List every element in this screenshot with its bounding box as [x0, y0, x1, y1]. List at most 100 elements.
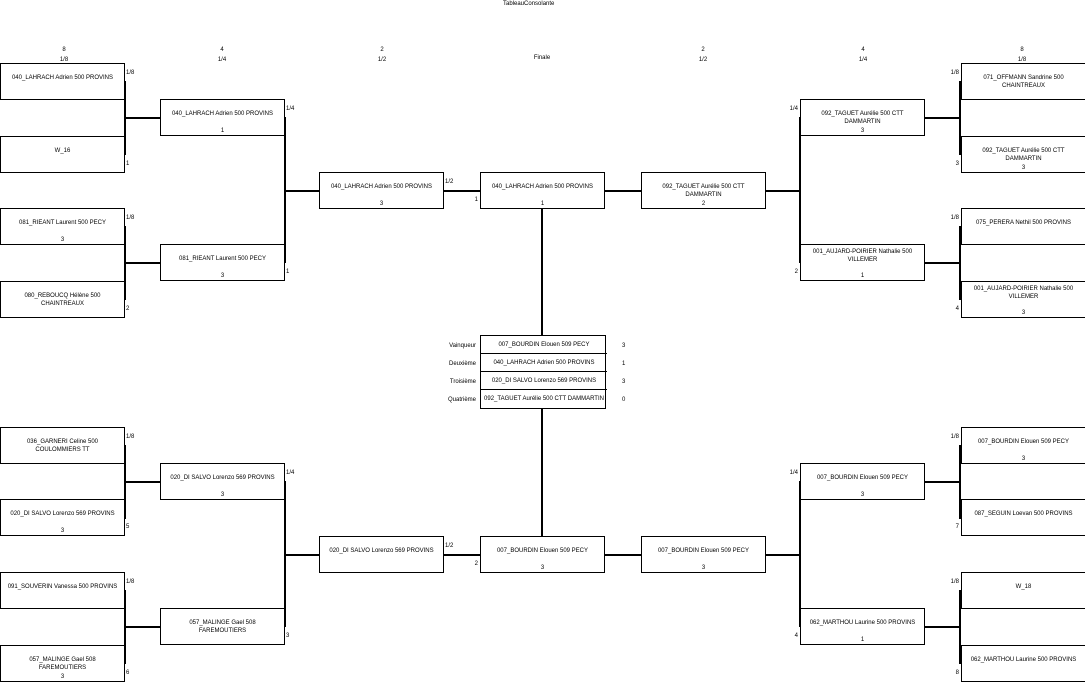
round-label-4: Finale: [533, 55, 551, 61]
round-count-5: 2: [701, 47, 705, 53]
connector-line: [765, 554, 801, 556]
player-name: 075_PERERA Nethil 500 PROVINS: [975, 220, 1072, 226]
podium-label-4: Quatrième: [447, 397, 476, 403]
player-name: 007_BOURDIN Elouen 509 PECY: [816, 475, 909, 481]
round-tag: 1/4: [789, 106, 798, 112]
player-score: 2: [701, 201, 706, 207]
player-name: 091_SOUVERIN Vanessa 500 PROVINS: [7, 584, 118, 590]
match-box-2[interactable]: W_16: [0, 136, 125, 173]
connector-line: [924, 262, 961, 264]
connector-line: [124, 626, 161, 628]
round-label-3: 1/2: [377, 57, 387, 63]
page-title: TableauConsolante: [503, 1, 555, 7]
round-label-5: 1/2: [698, 57, 708, 63]
seed-tag: 4: [955, 306, 959, 312]
connector-line: [924, 481, 961, 483]
match-box-29[interactable]: W_18: [961, 572, 1085, 609]
podium-label-2: Deuxième: [448, 361, 476, 367]
seed-tag: 3: [955, 161, 959, 167]
seed-tag: 7: [955, 524, 959, 530]
match-box-14[interactable]: 075_PERERA Nethil 500 PROVINS: [961, 208, 1085, 245]
podium-name-2: 040_LAHRACH Adrien 500 PROVINS: [481, 354, 607, 372]
player-name: 040_LAHRACH Adrien 500 PROVINS: [171, 111, 274, 117]
round-tag: 1/8: [950, 434, 959, 440]
podium-score-1: 3: [622, 343, 626, 349]
player-name: 081_RIEANT Laurent 500 PECY: [19, 220, 106, 226]
podium-label-1: Vainqueur: [449, 343, 476, 349]
round-tag: 1/8: [126, 70, 135, 76]
player-name: 087_SEGUIN Loevan 500 PROVINS: [974, 511, 1073, 517]
match-box-16[interactable]: 036_GARNERI Celine 500 COULOMMIERS TT: [0, 427, 125, 464]
seed-tag: 1: [126, 161, 130, 167]
match-box-30[interactable]: 062_MARTHOU Laurine 500 PROVINS: [961, 645, 1085, 682]
match-box-11[interactable]: 001_AUJARD-POIRIER Nathalie 500 VILLEMER…: [800, 244, 925, 281]
podium-name-1: 007_BOURDIN Elouen 509 PECY: [481, 336, 607, 354]
round-count-3: 2: [380, 47, 384, 53]
match-box-28[interactable]: 087_SEGUIN Loevan 500 PROVINS: [961, 499, 1085, 536]
player-name: 001_AUJARD-POIRIER Nathalie 500 VILLEMER: [812, 249, 913, 263]
match-box-25[interactable]: 007_BOURDIN Elouen 509 PECY 3: [800, 463, 925, 500]
connector-line: [443, 190, 481, 192]
podium-score-3: 3: [622, 379, 626, 385]
podium-table: 007_BOURDIN Elouen 509 PECY 040_LAHRACH …: [480, 335, 607, 409]
match-box-20[interactable]: 020_DI SALVO Lorenzo 569 PROVINS 3: [160, 463, 285, 500]
match-box-18[interactable]: 091_SOUVERIN Vanessa 500 PROVINS: [0, 572, 125, 609]
seed-tag: 2: [474, 561, 478, 567]
match-box-12[interactable]: 071_OFFMANN Sandrine 500 CHAINTREAUX: [961, 63, 1085, 100]
round-label-6: 1/4: [858, 57, 868, 63]
player-name: 040_LAHRACH Adrien 500 PROVINS: [11, 75, 114, 81]
round-tag: 1/8: [126, 579, 135, 585]
player-name: 057_MALINGE Gael 508 FAREMOUTIERS: [29, 657, 96, 671]
seed-tag: 2: [794, 269, 798, 275]
seed-tag: 1: [286, 269, 290, 275]
connector-line: [765, 190, 801, 192]
match-box-4[interactable]: 080_REBOUCQ Hélène 500 CHAINTREAUX: [0, 281, 125, 318]
connector-line: [443, 554, 481, 556]
player-name: 020_DI SALVO Lorenzo 569 PROVINS: [10, 511, 115, 517]
connector-line: [124, 481, 161, 483]
player-score: 3: [860, 492, 865, 498]
player-name: 057_MALINGE Gael 508 FAREMOUTIERS: [189, 620, 256, 634]
match-box-26[interactable]: 062_MARTHOU Laurine 500 PROVINS 1: [800, 608, 925, 645]
seed-tag: 1: [474, 197, 478, 203]
match-box-21[interactable]: 057_MALINGE Gael 508 FAREMOUTIERS: [160, 608, 285, 645]
round-tag: 1/4: [286, 470, 295, 476]
match-box-22[interactable]: 020_DI SALVO Lorenzo 569 PROVINS: [319, 536, 444, 573]
seed-tag: 4: [794, 633, 798, 639]
player-name: 062_MARTHOU Laurine 500 PROVINS: [970, 657, 1077, 663]
round-tag: 1/8: [126, 434, 135, 440]
podium-score-2: 1: [622, 361, 626, 367]
match-box-1[interactable]: 040_LAHRACH Adrien 500 PROVINS: [0, 63, 125, 100]
player-name: 062_MARTHOU Laurine 500 PROVINS: [809, 620, 916, 626]
connector-line: [541, 208, 543, 336]
player-name: 080_REBOUCQ Hélène 500 CHAINTREAUX: [24, 293, 101, 307]
connector-line: [924, 117, 961, 119]
seed-tag: 6: [126, 670, 130, 676]
player-name: 020_DI SALVO Lorenzo 569 PROVINS: [170, 475, 275, 481]
player-score: 3: [220, 492, 225, 498]
connector-line: [284, 190, 320, 192]
player-name: 001_AUJARD-POIRIER Nathalie 500 VILLEMER: [973, 286, 1074, 300]
round-tag: 1/8: [950, 215, 959, 221]
match-box-15[interactable]: 001_AUJARD-POIRIER Nathalie 500 VILLEMER…: [961, 281, 1085, 318]
round-tag: 1/4: [789, 470, 798, 476]
player-score: 1: [860, 637, 865, 643]
round-count-1: 8: [62, 47, 66, 53]
round-tag: 1/8: [126, 215, 135, 221]
player-name: 092_TAGUET Aurélie 500 CTT DAMMARTIN: [821, 111, 904, 125]
round-count-7: 8: [1020, 47, 1024, 53]
player-name: 020_DI SALVO Lorenzo 569 PROVINS: [329, 548, 434, 554]
